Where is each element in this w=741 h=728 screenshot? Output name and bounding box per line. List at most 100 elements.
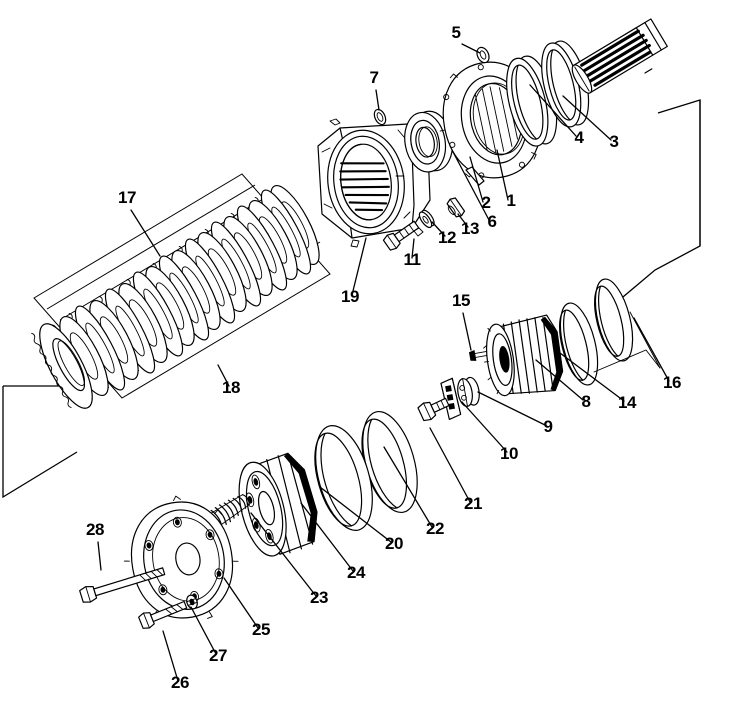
- leader-line-7: [375, 89, 380, 111]
- leader-line-2: [469, 156, 484, 203]
- leader-line-5: [461, 43, 481, 54]
- callout-2: 2: [469, 156, 491, 212]
- leader-line-25: [223, 577, 259, 629]
- callout-16: 16: [633, 317, 681, 392]
- callout-21: 21: [429, 427, 482, 513]
- callout-number-23: 23: [310, 588, 328, 607]
- leader-line-8: [535, 359, 584, 401]
- cam-disc: [457, 376, 480, 407]
- clutch-hub: [483, 314, 564, 397]
- leader-line-10: [461, 401, 508, 453]
- leader-line-24: [300, 502, 354, 572]
- callout-number-2: 2: [482, 193, 491, 212]
- hex-bolt-short: [138, 600, 188, 629]
- callout-3: 3: [562, 95, 619, 151]
- leader-line-19: [351, 237, 367, 296]
- hub-o-rings: [559, 278, 661, 386]
- clutch-plate-stack: [31, 184, 320, 409]
- callout-number-11: 11: [404, 250, 421, 269]
- pressure-plate: [123, 495, 239, 619]
- callout-17: 17: [118, 188, 161, 257]
- callout-number-25: 25: [252, 620, 270, 639]
- leader-line-27: [190, 606, 217, 655]
- callout-number-12: 12: [438, 228, 456, 247]
- bolt-washer-nut-group: [382, 197, 466, 251]
- callout-7: 7: [370, 68, 380, 111]
- callout-number-20: 20: [385, 534, 403, 553]
- callout-number-24: 24: [347, 563, 366, 582]
- callout-number-19: 19: [341, 287, 359, 306]
- callout-number-6: 6: [488, 212, 497, 231]
- leader-line-15: [462, 312, 472, 351]
- small-o-ring-upper: [476, 46, 490, 64]
- callout-20: 20: [319, 486, 403, 553]
- leader-line-17: [130, 209, 161, 257]
- callout-25: 25: [223, 577, 270, 639]
- callout-number-28: 28: [86, 520, 104, 539]
- callout-number-18: 18: [222, 378, 240, 397]
- leader-line-12: [431, 221, 446, 237]
- leader-line-16: [633, 317, 670, 382]
- callout-19: 19: [341, 237, 367, 306]
- leader-line-18: [217, 364, 230, 387]
- perspective-frame-left: [2, 385, 78, 499]
- callout-number-13: 13: [461, 219, 479, 238]
- lock-washer: [186, 594, 198, 610]
- leader-line-26: [162, 630, 179, 682]
- callout-number-21: 21: [464, 494, 482, 513]
- leader-line-21: [429, 427, 471, 503]
- callout-8: 8: [535, 359, 591, 411]
- o-ring-outer: [314, 425, 373, 531]
- callout-number-17: 17: [118, 188, 136, 207]
- callout-number-26: 26: [171, 673, 189, 692]
- splined-input-shaft: [571, 18, 668, 94]
- leader-line-28: [97, 541, 102, 571]
- retainer-bracket: [440, 377, 462, 421]
- callout-number-9: 9: [544, 417, 553, 436]
- leader-line-22: [383, 446, 433, 528]
- small-o-ring-left: [373, 108, 387, 126]
- callout-number-4: 4: [575, 128, 585, 147]
- leader-line-11: [411, 238, 415, 259]
- leader-line-13: [457, 213, 469, 228]
- leader-line-1: [496, 149, 509, 201]
- callout-23: 23: [250, 512, 328, 607]
- callout-6: 6: [451, 149, 497, 231]
- callout-10: 10: [461, 401, 518, 463]
- callout-number-15: 15: [452, 291, 470, 310]
- perspective-frame-right: [616, 99, 701, 303]
- leader-line-4: [529, 84, 577, 137]
- callout-26: 26: [162, 630, 189, 692]
- callout-22: 22: [383, 446, 444, 538]
- callout-4: 4: [529, 84, 585, 147]
- hex-bolt-small: [417, 397, 450, 422]
- clutch-basket: [317, 118, 431, 248]
- leader-line-20: [319, 486, 392, 543]
- callout-14: 14: [555, 349, 637, 412]
- callout-number-3: 3: [610, 132, 619, 151]
- clutch-drum: [238, 452, 318, 557]
- callout-24: 24: [300, 502, 366, 582]
- callout-number-27: 27: [209, 646, 227, 665]
- callout-number-1: 1: [507, 191, 516, 210]
- callout-number-16: 16: [663, 373, 681, 392]
- ball-bearing: [404, 110, 453, 173]
- callout-5: 5: [452, 23, 481, 54]
- callout-27: 27: [190, 606, 227, 665]
- leader-line-14: [555, 349, 625, 402]
- callout-number-8: 8: [582, 392, 591, 411]
- leader-line-3: [562, 95, 612, 141]
- callout-number-5: 5: [452, 23, 461, 42]
- leader-line-6: [451, 149, 490, 221]
- hex-bolt-long: [79, 567, 166, 603]
- callout-12: 12: [431, 221, 456, 247]
- callout-number-14: 14: [618, 393, 637, 412]
- callout-28: 28: [86, 520, 104, 571]
- callout-number-10: 10: [500, 444, 518, 463]
- leader-line-9: [477, 391, 546, 426]
- callout-13: 13: [457, 213, 479, 238]
- callout-9: 9: [477, 391, 553, 436]
